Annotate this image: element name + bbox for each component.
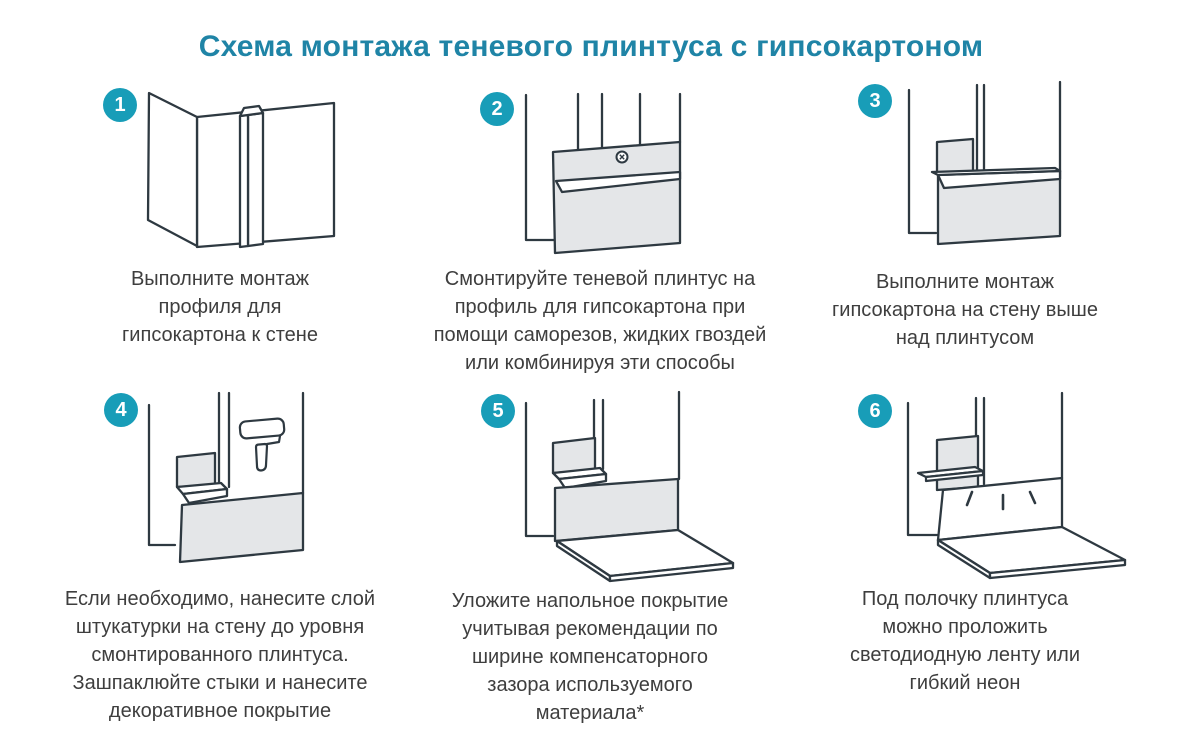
step-panel-2: 2 Смонтируйте теневой плинтус на профиль…	[420, 84, 780, 394]
step-number-badge: 6	[858, 394, 892, 428]
step-caption: Уложите напольное покрытие учитывая реко…	[451, 590, 729, 724]
step-caption: Если необходимо, нанесите слой штукатурк…	[64, 588, 376, 722]
step-panel-3: 3 Выполните монтаж гипсокартона на стену…	[795, 80, 1135, 380]
paint-roller-icon	[238, 417, 286, 472]
wall-corner-line	[906, 401, 939, 537]
led-under-plinth-drawing	[906, 391, 1127, 580]
step-3-figure: 3	[795, 80, 1135, 268]
step-panel-5: 5 Уложите напольное покрытие уч	[410, 390, 770, 730]
step-panel-6: 6	[795, 390, 1135, 730]
step-1-figure: 1	[60, 84, 380, 265]
step-number-badge: 3	[858, 84, 892, 118]
page-title: Схема монтажа теневого плинтуса с гипсок…	[198, 30, 984, 63]
step-panel-1: 1 Выполните монтаж профиля для гипсокарт…	[60, 84, 380, 384]
step-5-figure: 5	[410, 390, 770, 587]
step-6-figure: 6	[795, 390, 1135, 585]
wall-corner-line	[147, 403, 177, 547]
screw-icon	[615, 150, 629, 164]
plastered-wall-with-roller-drawing	[147, 391, 305, 564]
led-strip-shelf	[916, 465, 985, 483]
floor-covering-drawing	[524, 390, 735, 583]
step-number-badge: 1	[103, 88, 137, 122]
step-number-badge: 5	[481, 394, 515, 428]
step-panel-4: 4 Если необхо	[45, 390, 395, 730]
wall-corner-line	[907, 88, 938, 235]
step-number-badge: 4	[104, 393, 138, 427]
wall-corner-line	[524, 401, 555, 538]
step-caption: Смонтируйте теневой плинтус на профиль д…	[433, 268, 767, 374]
plinth-on-profile-drawing	[524, 92, 682, 255]
step-caption: Под полочку плинтуса можно проложить све…	[849, 588, 1081, 694]
step-2-figure: 2	[420, 84, 780, 265]
step-caption: Выполните монтаж гипсокартона на стену в…	[832, 271, 1098, 349]
corner-walls-with-profile-drawing	[146, 91, 336, 249]
light-rays-icon	[965, 490, 1037, 511]
drywall-above-plinth-drawing	[907, 80, 1062, 246]
step-4-figure: 4	[45, 390, 395, 585]
step-caption: Выполните монтаж профиля для гипсокартон…	[122, 268, 318, 346]
wall-corner-line	[524, 93, 556, 242]
step-number-badge: 2	[480, 92, 514, 126]
